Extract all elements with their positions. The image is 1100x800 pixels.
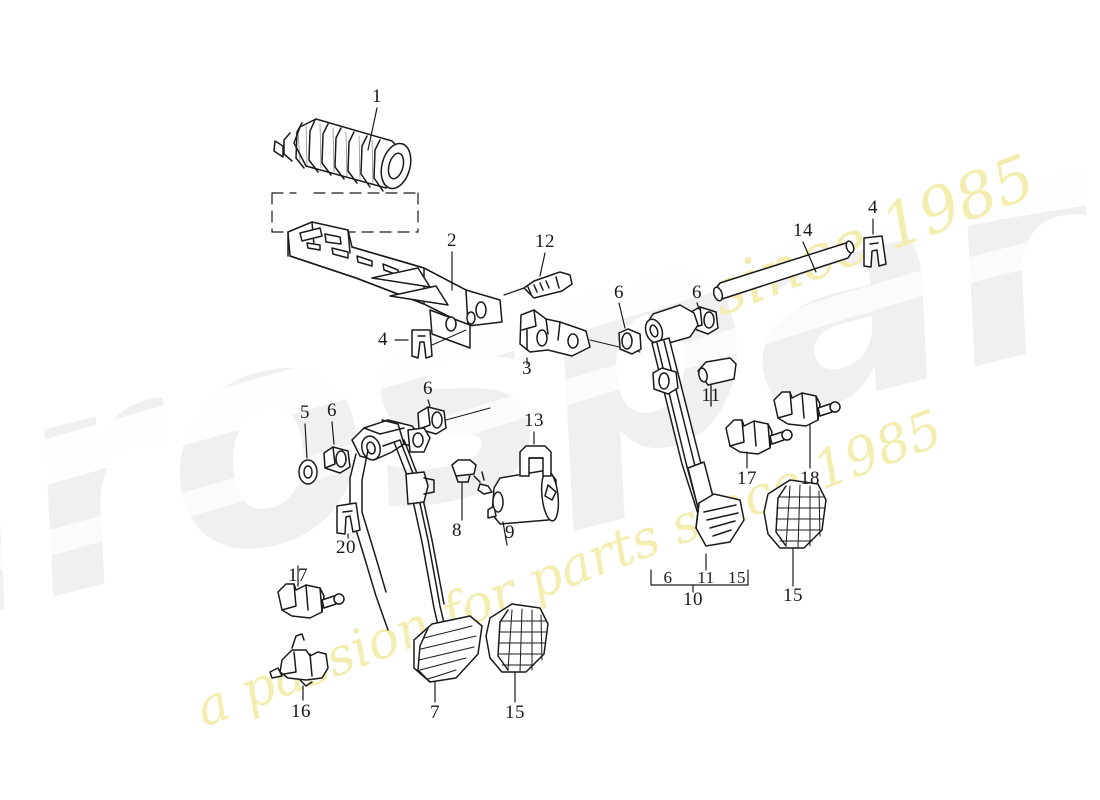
callout-label-4-left: 4 xyxy=(378,329,388,350)
group-bracket-10 xyxy=(650,553,749,593)
callout-label-11: 11 xyxy=(701,385,721,406)
callout-label-12: 12 xyxy=(535,231,555,252)
callout-label-2: 2 xyxy=(447,230,457,251)
callout-label-17-right: 17 xyxy=(737,468,757,489)
part-11-spacer-sleeve xyxy=(697,357,737,407)
group-member-label-15: 15 xyxy=(728,568,746,587)
callout-label-7: 7 xyxy=(430,702,440,723)
callout-label-3: 3 xyxy=(522,358,532,379)
part-1-rubber-bellows-boot xyxy=(273,107,412,192)
group-member-label-6: 6 xyxy=(663,568,673,587)
part-12-threaded-pin xyxy=(503,252,573,299)
part-15-pedal-rubber-pad-left xyxy=(485,603,549,703)
part-4-retaining-clip-right xyxy=(863,218,887,268)
part-14-pedal-shaft-rod xyxy=(712,240,855,302)
part-6-bushing-upper-a xyxy=(618,302,642,355)
part-10-brake-pedal-assembly xyxy=(644,304,745,547)
callout-label-18: 18 xyxy=(800,468,820,489)
part-2-pedal-support-bracket xyxy=(287,221,503,349)
callout-label-8: 8 xyxy=(452,520,462,541)
callout-label-6-c: 6 xyxy=(614,282,624,303)
callout-label-6-b: 6 xyxy=(423,378,433,399)
assembly-dashed-bracket xyxy=(271,192,419,233)
group-member-label-11: 11 xyxy=(697,568,715,587)
callout-label-6-a: 6 xyxy=(327,400,337,421)
callout-label-13: 13 xyxy=(524,410,544,431)
part-17-brake-light-switch-right xyxy=(725,419,793,469)
callout-label-6-d: 6 xyxy=(692,282,702,303)
part-6-bushing-clutch xyxy=(417,399,491,435)
callout-label-17-left: 17 xyxy=(288,565,308,586)
callout-label-15-right: 15 xyxy=(783,585,803,606)
part-7-clutch-pedal-assembly xyxy=(349,419,483,703)
part-6-bushing-left xyxy=(323,421,351,474)
part-17-brake-light-switch-left xyxy=(277,565,345,619)
callout-label-9: 9 xyxy=(505,522,515,543)
callout-label-1: 1 xyxy=(372,86,382,107)
part-9-damper-cylinder xyxy=(473,469,560,546)
part-15-pedal-rubber-pad-right xyxy=(763,479,827,587)
part-13-u-clip-retainer xyxy=(519,431,552,477)
callout-label-14: 14 xyxy=(793,220,813,241)
part-3-clevis-fork-mount xyxy=(519,309,641,365)
part-4-retaining-clip-left xyxy=(394,329,467,359)
part-20-spring-clip xyxy=(336,502,361,539)
callout-label-16: 16 xyxy=(291,701,311,722)
callout-label-10: 10 xyxy=(683,589,703,610)
callout-label-15-left: 15 xyxy=(505,702,525,723)
part-8-pivot-bolt xyxy=(451,459,477,521)
part-18-cruise-control-switch xyxy=(773,391,841,469)
callout-label-5: 5 xyxy=(300,402,310,423)
part-5-washer xyxy=(298,423,318,485)
callout-label-20: 20 xyxy=(336,537,356,558)
callout-label-4-right: 4 xyxy=(868,197,878,218)
part-16-micro-switch xyxy=(269,633,329,701)
